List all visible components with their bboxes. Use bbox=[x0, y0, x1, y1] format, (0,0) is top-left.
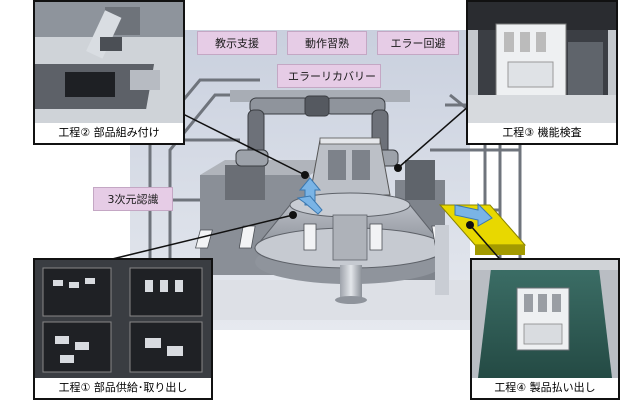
rotary-pillar bbox=[340, 265, 362, 300]
step1-caption: 工程① 部品供給･取り出し bbox=[35, 378, 211, 398]
flow-arrow-right bbox=[454, 202, 493, 227]
tag-motion-learning: 動作習熟 bbox=[287, 31, 367, 55]
flow-arrows bbox=[296, 177, 493, 227]
flow-arrow-diagonal bbox=[296, 195, 323, 215]
tag-3d-recognition: 3次元認識 bbox=[93, 187, 173, 211]
assembly-photo bbox=[35, 2, 183, 123]
step2-caption: 工程② 部品組み付け bbox=[35, 123, 183, 143]
callout-lines bbox=[99, 104, 506, 266]
callout-dot-supply bbox=[289, 211, 297, 219]
discharge-photo bbox=[472, 260, 618, 378]
photo-frame-supply: 工程① 部品供給･取り出し bbox=[33, 258, 213, 400]
supply-photo bbox=[35, 260, 211, 378]
inspection-photo bbox=[468, 2, 616, 123]
tag-error-recovery: エラーリカバリー bbox=[277, 64, 381, 88]
photo-frame-assembly: 工程② 部品組み付け bbox=[33, 0, 185, 145]
dual-arm-robot bbox=[235, 95, 399, 167]
photo-frame-discharge: 工程④ 製品払い出し bbox=[470, 258, 620, 400]
central-fixture bbox=[309, 137, 391, 196]
tag-teaching-support: 教示支援 bbox=[197, 31, 277, 55]
tag-error-avoidance: エラー回避 bbox=[377, 31, 459, 55]
photo-frame-inspection: 工程③ 機能検査 bbox=[466, 0, 618, 145]
callout-dot-discharge bbox=[466, 221, 474, 229]
callout-dot-assembly bbox=[301, 171, 309, 179]
rotary-table bbox=[195, 192, 493, 304]
callout-dot-inspection bbox=[394, 164, 402, 172]
step4-caption: 工程④ 製品払い出し bbox=[472, 378, 618, 398]
step3-caption: 工程③ 機能検査 bbox=[468, 123, 616, 143]
